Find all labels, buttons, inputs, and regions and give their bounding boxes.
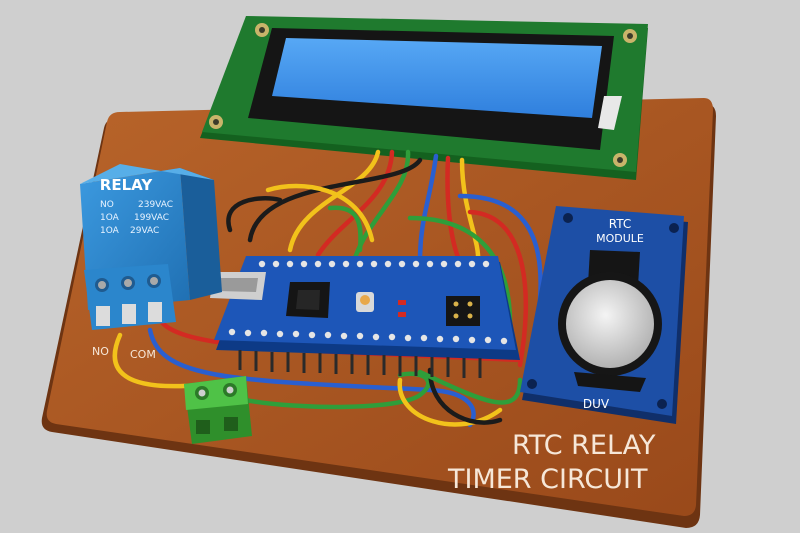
board-label-line2: TIMER CIRCUIT bbox=[447, 464, 648, 495]
rtc-bottom-label: DUV bbox=[583, 397, 610, 411]
board-label-line1: RTC RELAY bbox=[512, 430, 656, 461]
relay-terminal-com-label: COM bbox=[130, 348, 156, 361]
arduino-pin-legs bbox=[238, 350, 482, 378]
arduino-bottom-header-pins bbox=[228, 328, 508, 345]
icsp-header bbox=[446, 296, 480, 326]
relay-title: RELAY bbox=[100, 176, 154, 194]
relay-terminal-no-label: NO bbox=[92, 345, 109, 358]
rtc-module: RTC MODULE DUV bbox=[520, 206, 688, 424]
relay-spec-3-right: 29VAC bbox=[130, 226, 159, 236]
arduino-top-header-pins bbox=[258, 260, 490, 268]
screw-terminal-block bbox=[184, 376, 252, 444]
relay-spec-2-left: 1OA bbox=[100, 213, 120, 223]
lcd-screen bbox=[272, 38, 602, 118]
coin-cell-battery bbox=[566, 280, 654, 368]
relay-spec-3-left: 1OA bbox=[100, 226, 120, 236]
rtc-title-line1: RTC bbox=[609, 217, 631, 231]
arduino-nano-board bbox=[210, 256, 520, 378]
relay-spec-1-right: 239VAC bbox=[138, 200, 173, 210]
relay-spec-1-left: NO bbox=[100, 200, 114, 210]
relay-module: RELAY NO 239VAC 1OA 199VAC 1OA 29VAC NO … bbox=[80, 164, 222, 361]
rtc-title-line2: MODULE bbox=[596, 232, 644, 245]
relay-spec-2-right: 199VAC bbox=[134, 213, 169, 223]
lcd-display bbox=[200, 16, 648, 180]
